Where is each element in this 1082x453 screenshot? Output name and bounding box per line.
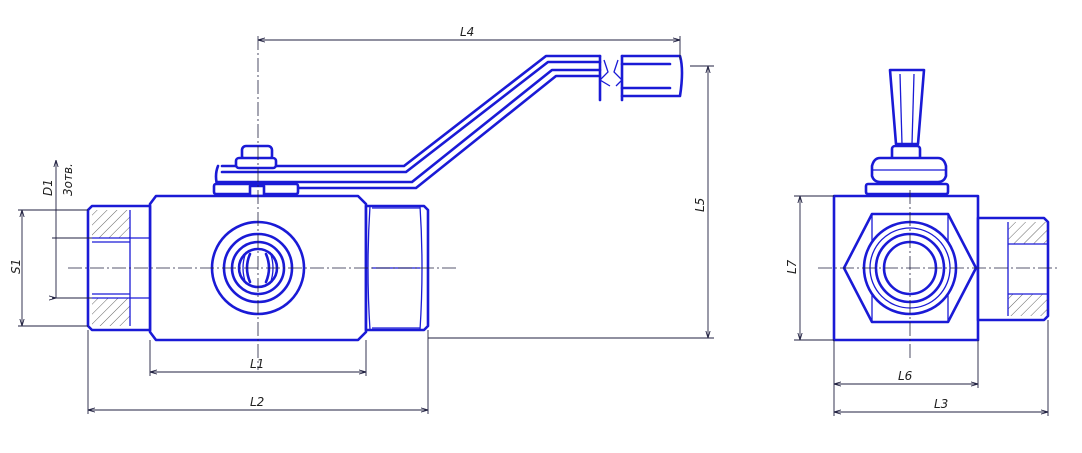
side-outlet xyxy=(976,216,1050,322)
side-handle xyxy=(864,68,950,196)
dimension-L2: L2 xyxy=(87,330,429,414)
dimension-L1: L1 xyxy=(149,340,367,376)
label-L6: L6 xyxy=(898,369,913,383)
label-S1: S1 xyxy=(9,259,23,274)
label-D1-note: 3отв. xyxy=(61,163,75,196)
dimension-L3: L3 xyxy=(833,320,1049,416)
label-L2: L2 xyxy=(250,395,264,409)
dimension-L6: L6 xyxy=(833,340,979,388)
stem-nut xyxy=(212,144,300,198)
label-L3: L3 xyxy=(934,397,948,411)
dimension-D1: D1 3отв. xyxy=(41,160,92,299)
side-view: L7 L6 L3 xyxy=(785,68,1060,416)
label-L4: L4 xyxy=(460,25,474,39)
right-port xyxy=(364,204,430,332)
dimension-S1: S1 xyxy=(9,209,88,327)
dimension-L5: L5 xyxy=(428,65,714,339)
label-L1: L1 xyxy=(250,357,264,371)
handle-lever xyxy=(214,54,684,190)
dimension-L4: L4 xyxy=(258,25,681,60)
label-L7: L7 xyxy=(785,259,799,274)
front-view: L4 L5 L1 L2 S1 xyxy=(9,25,714,414)
label-D1: D1 xyxy=(41,179,55,196)
dimension-L7: L7 xyxy=(785,195,834,341)
label-L5: L5 xyxy=(693,198,707,212)
